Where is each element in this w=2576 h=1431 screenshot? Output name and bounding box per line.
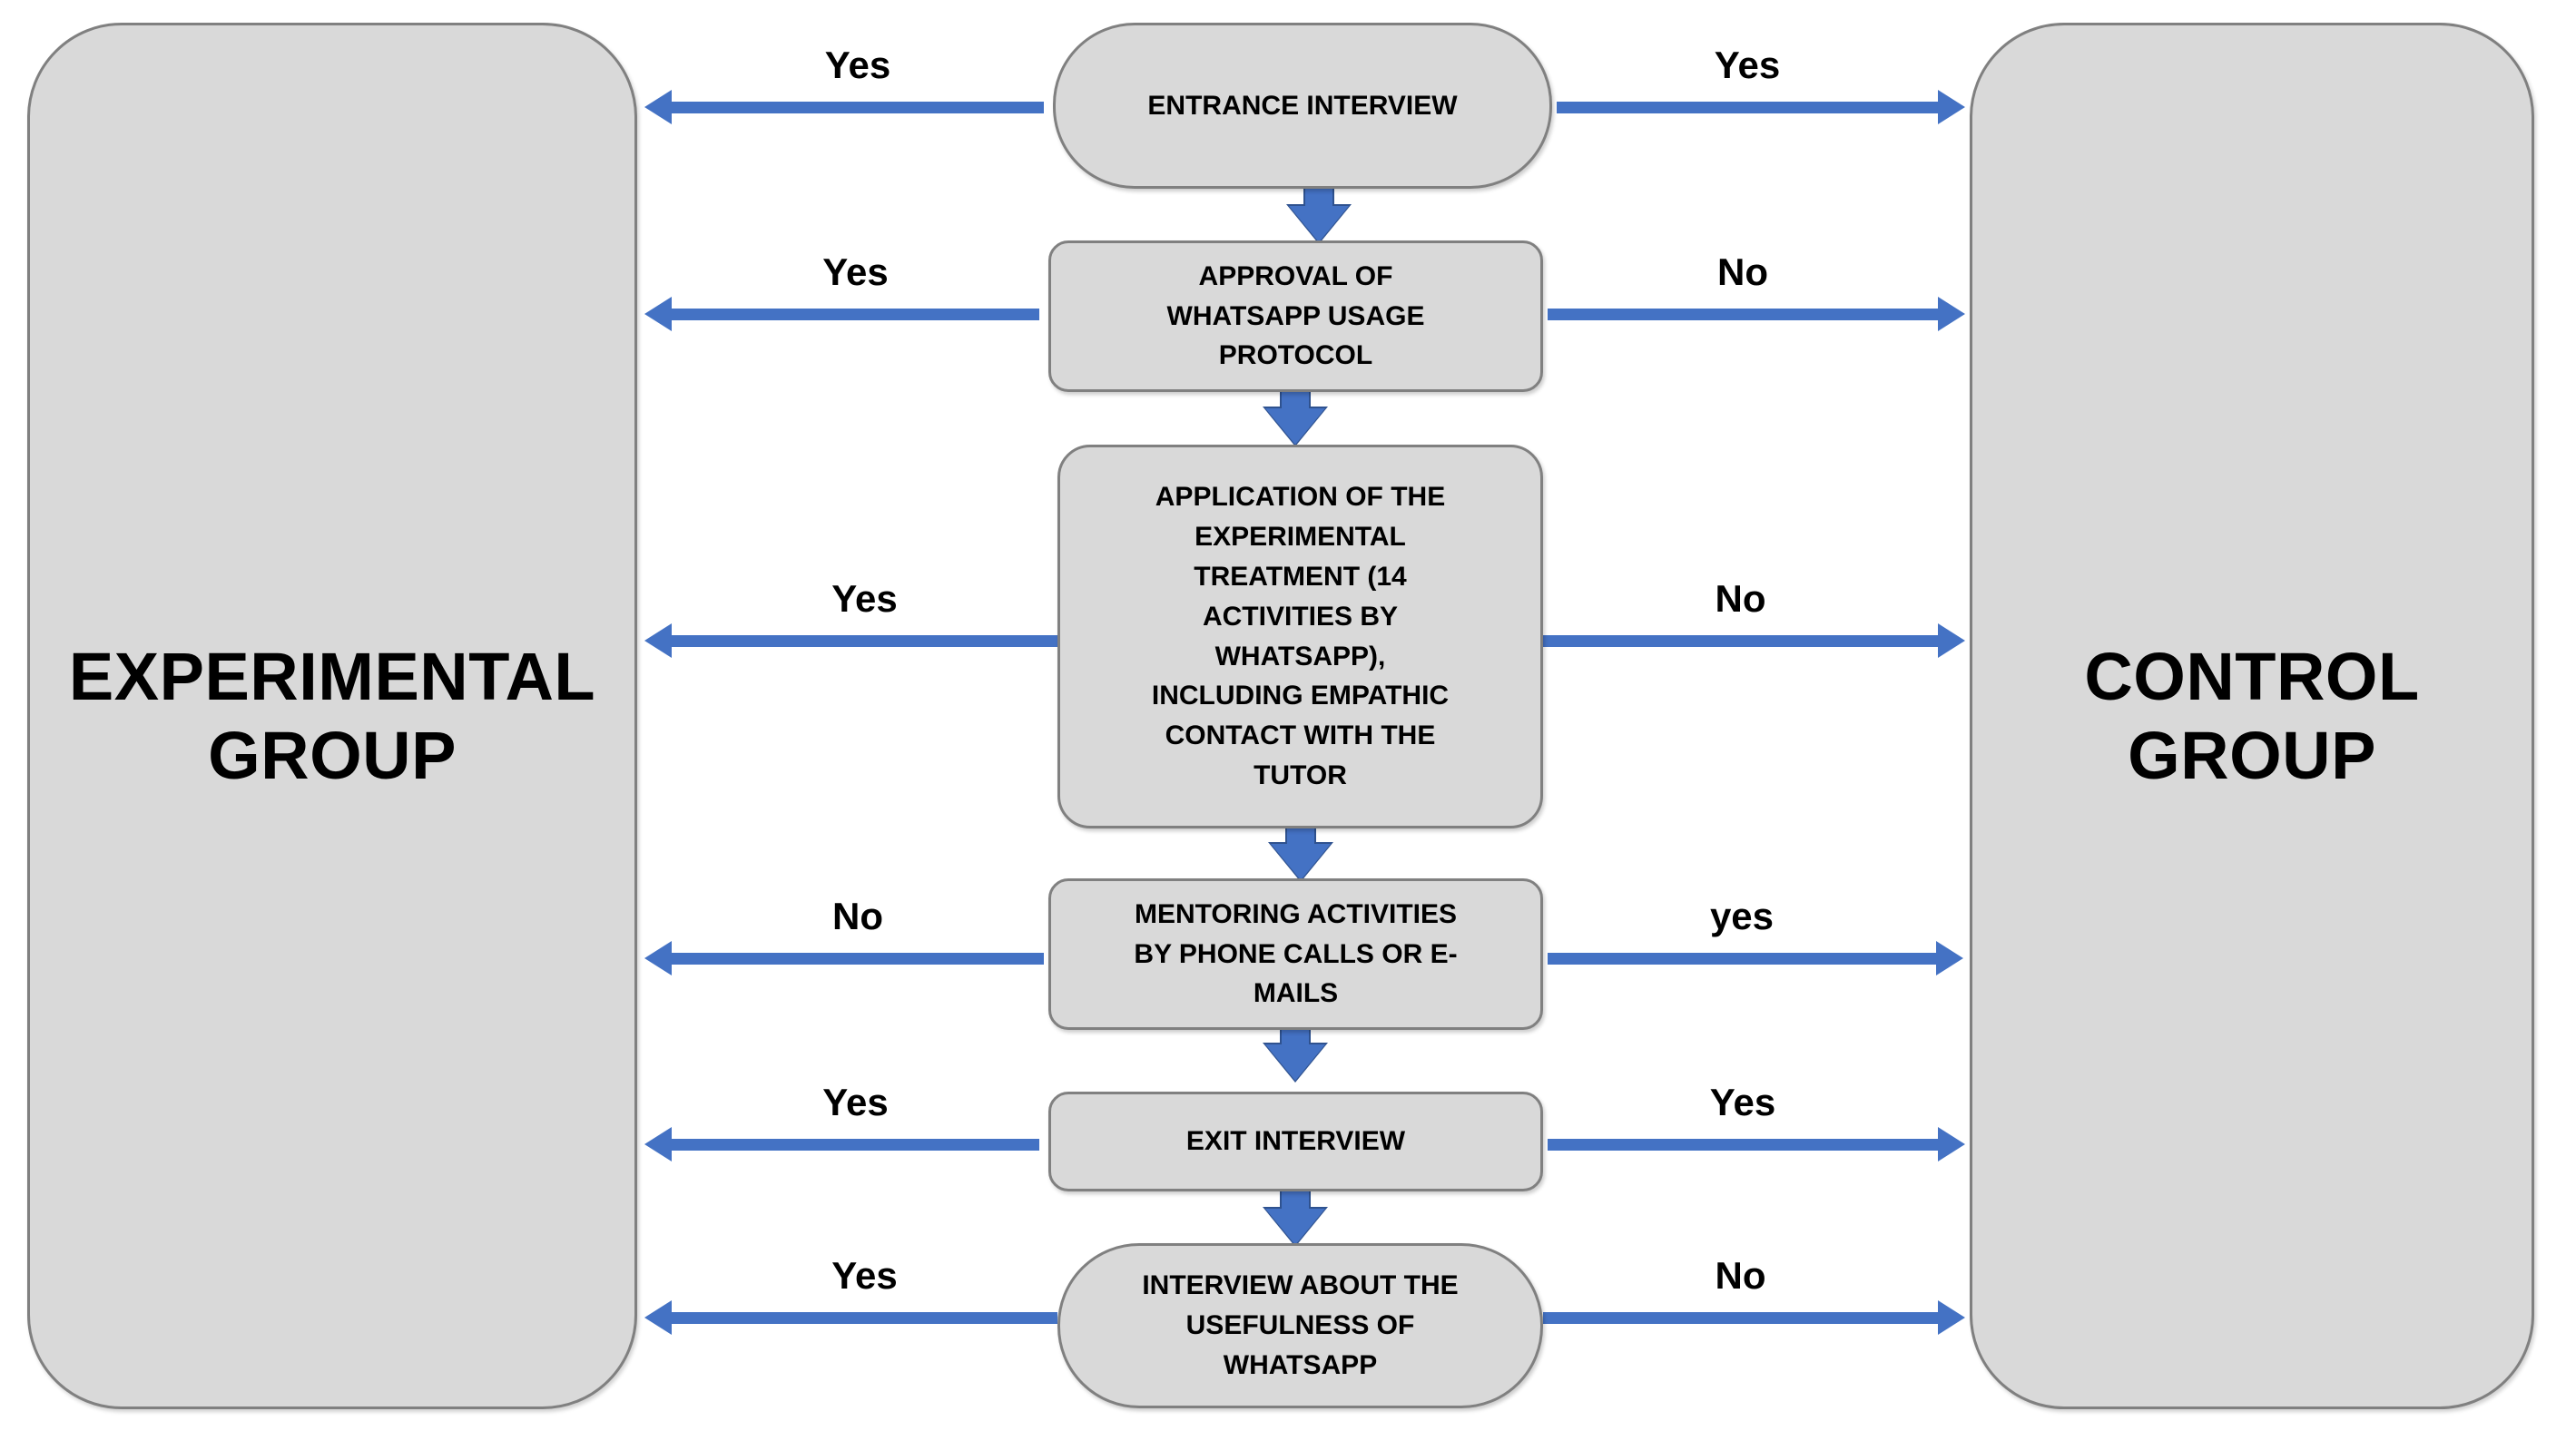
arrow-label-step4-right: yes	[1709, 895, 1775, 937]
flow-arrow-step4-to-step5	[1263, 1026, 1328, 1083]
step-application-experimental-treatment-label: APPLICATION OF THE EXPERIMENTAL TREATMEN…	[1151, 482, 1450, 790]
arrow-step3-to-experimental	[644, 623, 1057, 658]
arrow-label-step4-left: No	[832, 895, 883, 937]
step-application-experimental-treatment[interactable]: APPLICATION OF THE EXPERIMENTAL TREATMEN…	[1057, 445, 1543, 828]
arrow-step5-to-control	[1548, 1127, 1965, 1161]
arrow-step1-to-experimental	[644, 90, 1044, 124]
flow-arrow-step5-to-step6	[1263, 1189, 1328, 1247]
step-entrance-interview[interactable]: ENTRANCE INTERVIEW	[1053, 23, 1552, 189]
experimental-group-label: EXPERIMENTAL GROUP	[68, 638, 596, 793]
step-entrance-interview-label: ENTRANCE INTERVIEW	[1147, 90, 1458, 121]
arrow-label-step3-left: Yes	[831, 577, 898, 620]
step-approval-whatsapp-protocol[interactable]: APPROVAL OF WHATSAPP USAGE PROTOCOL	[1048, 240, 1543, 392]
arrow-step1-to-control	[1557, 90, 1965, 124]
step-approval-whatsapp-protocol-label: APPROVAL OF WHATSAPP USAGE PROTOCOL	[1166, 260, 1425, 371]
arrow-label-step2-right: No	[1717, 250, 1768, 293]
flow-arrow-step1-to-step2	[1286, 186, 1352, 244]
step-interview-usefulness-whatsapp[interactable]: INTERVIEW ABOUT THE USEFULNESS OF WHATSA…	[1057, 1243, 1543, 1408]
arrow-step3-to-control	[1543, 623, 1965, 658]
flow-arrow-step2-to-step3	[1263, 388, 1328, 446]
arrow-label-step6-right: No	[1715, 1254, 1766, 1297]
arrow-step2-to-control	[1548, 297, 1965, 331]
arrow-label-step1-right: Yes	[1714, 44, 1781, 86]
control-group-label: CONTROL GROUP	[2084, 638, 2420, 793]
step-mentoring-activities-label: MENTORING ACTIVITIES BY PHONE CALLS OR E…	[1134, 898, 1458, 1009]
step-exit-interview-label: EXIT INTERVIEW	[1185, 1126, 1406, 1157]
arrow-step4-to-experimental	[644, 941, 1044, 975]
arrow-step6-to-control	[1543, 1300, 1965, 1335]
arrow-step6-to-experimental	[644, 1300, 1057, 1335]
flow-arrow-step3-to-step4	[1268, 824, 1333, 882]
arrow-label-step5-left: Yes	[822, 1081, 889, 1123]
arrow-label-step2-left: Yes	[822, 250, 889, 293]
step-mentoring-activities[interactable]: MENTORING ACTIVITIES BY PHONE CALLS OR E…	[1048, 878, 1543, 1030]
arrow-step5-to-experimental	[644, 1127, 1039, 1161]
arrow-label-step6-left: Yes	[831, 1254, 898, 1297]
arrow-label-step5-right: Yes	[1709, 1081, 1776, 1123]
arrow-label-step1-left: Yes	[824, 44, 891, 86]
arrow-step2-to-experimental	[644, 297, 1039, 331]
step-interview-usefulness-whatsapp-label: INTERVIEW ABOUT THE USEFULNESS OF WHATSA…	[1142, 1270, 1459, 1380]
experimental-group-panel[interactable]: EXPERIMENTAL GROUP	[27, 23, 637, 1409]
arrow-label-step3-right: No	[1715, 577, 1766, 620]
control-group-panel[interactable]: CONTROL GROUP	[1970, 23, 2534, 1409]
step-exit-interview[interactable]: EXIT INTERVIEW	[1048, 1092, 1543, 1191]
arrow-step4-to-control	[1548, 941, 1963, 975]
